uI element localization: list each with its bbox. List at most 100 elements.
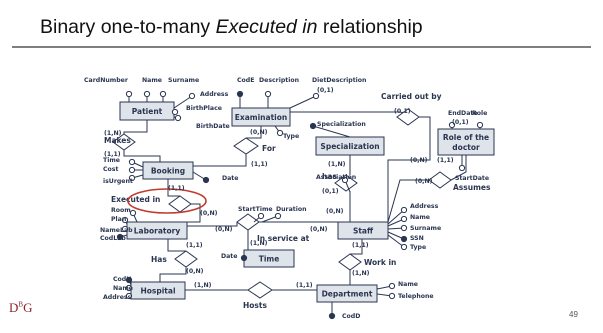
entity-label-role: doctor bbox=[452, 143, 480, 152]
relationship-assumes bbox=[428, 171, 452, 189]
attribute-label-plan: Plan bbox=[111, 216, 126, 223]
attribute-marker-time_b bbox=[128, 158, 136, 166]
attribute-marker-address_p bbox=[188, 92, 196, 100]
attribute-label-role_attr: Role bbox=[472, 110, 487, 117]
attribute-marker-dietdescription bbox=[312, 92, 320, 100]
attribute-label-enddate: EndDate bbox=[448, 110, 478, 117]
attribute-label-telephone: Telephone bbox=[398, 293, 434, 300]
attribute-label-codlab: CodLab bbox=[100, 235, 126, 242]
attribute-marker-birthdate bbox=[174, 114, 182, 122]
attribute-label-address_s: Address bbox=[410, 203, 439, 210]
entity-label-examination: Examination bbox=[235, 113, 287, 122]
attribute-line bbox=[387, 209, 405, 225]
cardinality-dept_work: (1,N) bbox=[352, 270, 370, 277]
entity-label-time: Time bbox=[259, 255, 280, 264]
relationship-for bbox=[233, 137, 259, 155]
attribute-label-isurgent: isUrgent bbox=[103, 178, 133, 185]
title-suffix: relationship bbox=[317, 16, 423, 38]
attribute-label-startdate: StartDate bbox=[455, 175, 489, 182]
cardinality-patient_makes: (1,N) bbox=[104, 130, 122, 137]
attribute-label-association: Association bbox=[316, 174, 356, 181]
entity-label-laboratory: Laboratory bbox=[134, 227, 181, 236]
cardinality-role_assumes: (1,1) bbox=[437, 157, 454, 164]
attribute-label-duration: Duration bbox=[276, 206, 307, 213]
cardinality-staff_service: (0,N) bbox=[310, 226, 328, 233]
attribute-marker-codlab bbox=[116, 233, 124, 241]
attribute-marker-description bbox=[264, 90, 272, 98]
attribute-label-birthplace: BirthPlace bbox=[186, 105, 222, 112]
attribute-label-name_h: Name bbox=[113, 285, 133, 292]
cardinality-exam_for: (0,N) bbox=[250, 129, 268, 136]
attribute-label-name_d: Name bbox=[398, 281, 418, 288]
attribute-marker-codd bbox=[328, 312, 336, 320]
cardinality-hosp_hosts: (1,N) bbox=[194, 282, 212, 289]
attribute-label-surname_p: Surname bbox=[168, 77, 199, 84]
title-divider bbox=[12, 46, 591, 48]
attribute-label-surname_s: Surname bbox=[410, 225, 441, 232]
attribute-label-cardnumber: CardNumber bbox=[84, 77, 129, 84]
relationship-line bbox=[350, 239, 363, 255]
cardinality-booking_for: (1,1) bbox=[251, 161, 268, 168]
cardinality-spec_has: (1,N) bbox=[328, 161, 346, 168]
cardinality-staff_carried: (0,N) bbox=[410, 157, 428, 164]
cardinality-staff_assumes: (0,N) bbox=[415, 178, 433, 185]
attribute-label-address_h: Address bbox=[103, 294, 132, 301]
attribute-label-type_e: Type bbox=[283, 133, 299, 140]
cardinality-booking_executed: (1,1) bbox=[168, 185, 185, 192]
relationship-label-for: For bbox=[262, 144, 276, 153]
attribute-marker-surname_s bbox=[400, 224, 408, 232]
relationship-line bbox=[123, 150, 161, 162]
relationship-line bbox=[450, 155, 467, 181]
attribute-label-specialization_attr: Specialization bbox=[317, 121, 366, 128]
relationship-carried_out_by bbox=[396, 108, 420, 126]
relationship-line bbox=[159, 267, 187, 282]
attribute-marker-enddate bbox=[448, 121, 456, 129]
attribute-label-assoc_card: (0,1) bbox=[322, 188, 339, 195]
entity-label-hospital: Hospital bbox=[140, 287, 175, 296]
attribute-label-code_e: CodE bbox=[237, 77, 254, 84]
cardinality-booking_makes: (1,1) bbox=[104, 151, 121, 158]
attribute-label-time_b: Time bbox=[103, 157, 120, 164]
entity-label-specialization: Specialization bbox=[320, 142, 379, 151]
attribute-marker-association bbox=[341, 176, 349, 184]
entity-hospital bbox=[130, 281, 186, 300]
attribute-marker-starttime bbox=[257, 212, 265, 220]
attribute-label-date_t: Date bbox=[221, 253, 237, 260]
attribute-marker-codh bbox=[125, 276, 133, 284]
attribute-label-dietdescription: DietDescription bbox=[312, 77, 366, 84]
attribute-marker-birthplace bbox=[171, 108, 179, 116]
attribute-marker-cost_b bbox=[128, 166, 136, 174]
relationship-label-carried_out_by: Carried out by bbox=[381, 92, 442, 101]
attribute-line bbox=[387, 234, 405, 248]
relationship-work_in bbox=[338, 253, 362, 271]
attribute-label-description: Description bbox=[259, 77, 299, 84]
attribute-label-date_b: Date bbox=[222, 175, 238, 182]
relationship-line bbox=[387, 116, 431, 222]
relationship-line bbox=[167, 179, 180, 197]
attribute-label-name_s: Name bbox=[410, 214, 430, 221]
cardinality-time_service: (1,N) bbox=[250, 240, 268, 247]
entity-label-patient: Patient bbox=[132, 107, 163, 116]
relationship-label-hosts: Hosts bbox=[243, 301, 267, 310]
cardinality-staff_work: (1,1) bbox=[352, 242, 369, 249]
cardinality-lab_has: (1,1) bbox=[186, 242, 203, 249]
relationship-hosts bbox=[247, 281, 273, 299]
attribute-marker-name_h bbox=[125, 284, 133, 292]
relationship-makes bbox=[112, 133, 136, 151]
attribute-label-birthdate: BirthDate bbox=[196, 123, 230, 130]
entity-staff bbox=[337, 221, 389, 240]
attribute-marker-name_d bbox=[388, 282, 396, 290]
title-italic: Executed in bbox=[215, 16, 318, 38]
attribute-label-address_p: Address bbox=[200, 91, 229, 98]
attribute-marker-name_p bbox=[143, 90, 151, 98]
relationship-line bbox=[387, 179, 429, 223]
slide-title: Binary one-to-many Executed in relations… bbox=[40, 16, 423, 39]
page-number: 49 bbox=[569, 310, 578, 319]
attribute-label-type_s: Type bbox=[410, 244, 426, 251]
relationship-line bbox=[187, 203, 201, 223]
relationship-label-has_spec: has bbox=[322, 172, 337, 181]
cardinality-exam_carried: (0,1) bbox=[394, 108, 411, 115]
relationship-line bbox=[246, 126, 262, 139]
highlight-ellipse bbox=[127, 188, 207, 214]
